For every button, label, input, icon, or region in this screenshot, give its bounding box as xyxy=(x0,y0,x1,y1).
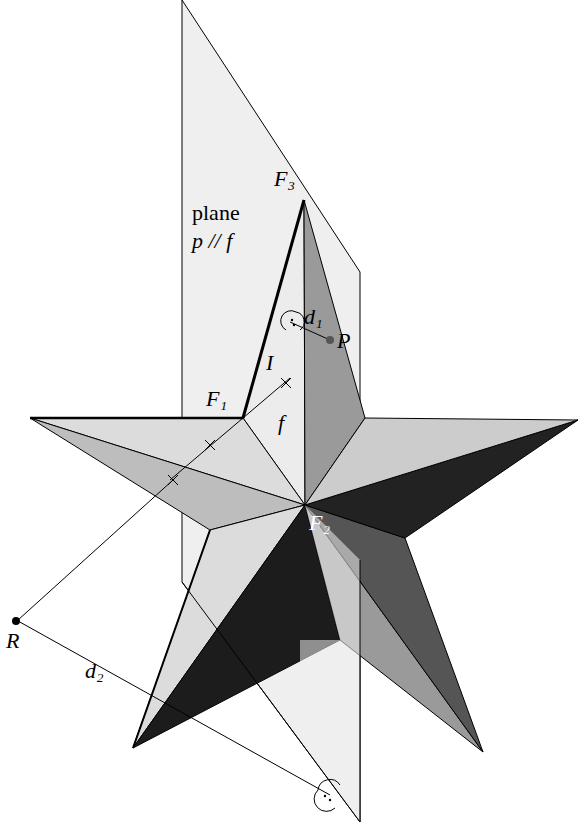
line-label: f xyxy=(278,412,284,434)
point-label: R xyxy=(6,630,19,652)
distance-label: d₂ xyxy=(85,660,104,682)
point-label: F₃ xyxy=(274,168,295,190)
point-label: I xyxy=(266,352,273,374)
distance-label: d₁ xyxy=(304,306,323,328)
plane-word: plane xyxy=(192,202,240,224)
point-label: P xyxy=(337,330,350,352)
plane-name: p // f xyxy=(192,230,232,252)
point-label: F₂ xyxy=(309,512,330,534)
point-label: F₁ xyxy=(206,388,227,410)
